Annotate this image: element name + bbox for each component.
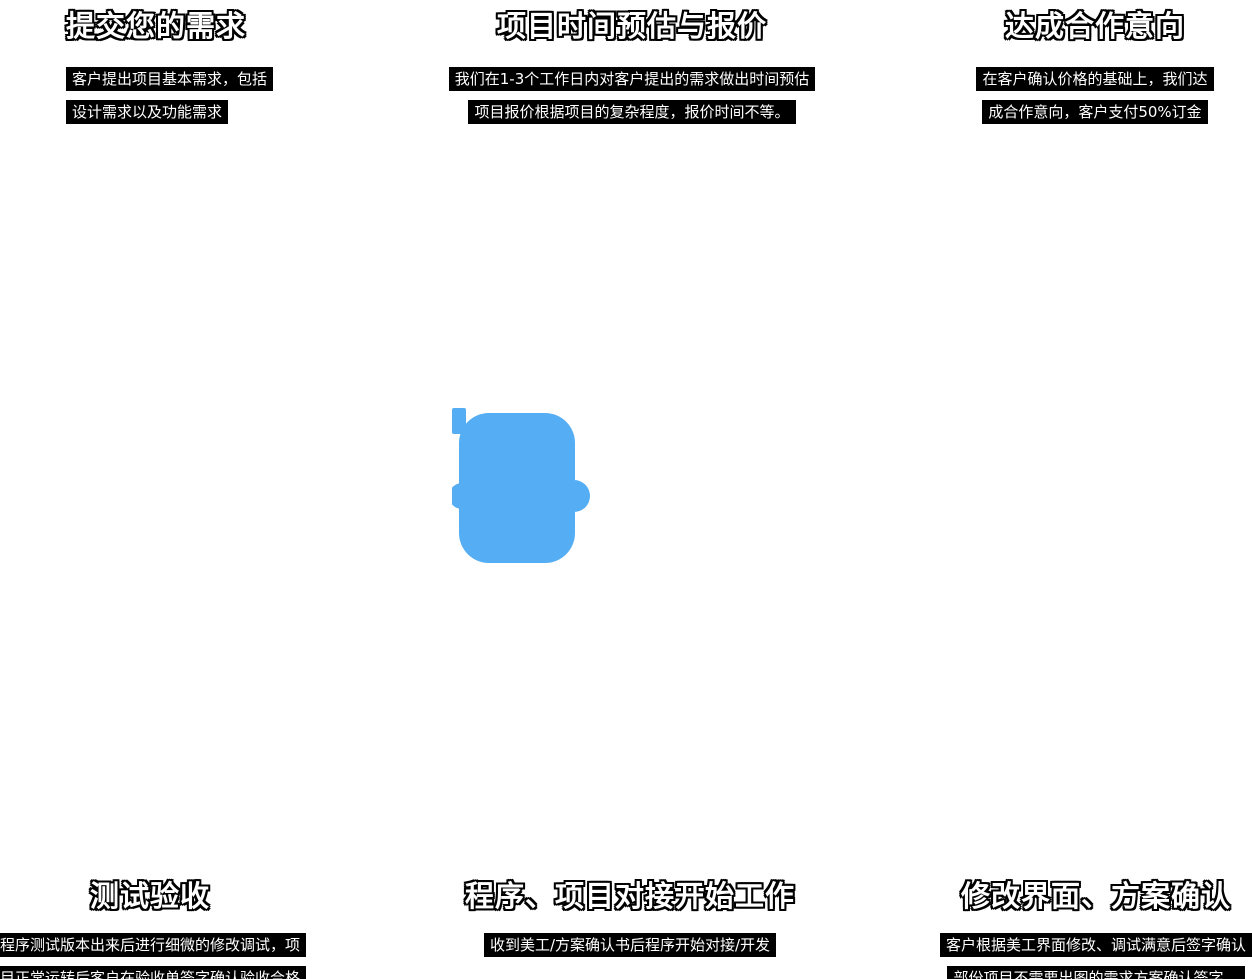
step-title: 项目时间预估与报价 bbox=[496, 9, 767, 43]
step-description: 程序测试版本出来后进行细微的修改调试，项 目正常运转后客户在验收单签字确认验收合… bbox=[0, 933, 355, 979]
description-line: 在客户确认价格的基础上，我们达 bbox=[976, 67, 1214, 91]
description-line: 收到美工/方案确认书后程序开始对接/开发 bbox=[483, 933, 777, 957]
description-line: 客户根据美工界面修改、调试满意后签字确认 bbox=[939, 933, 1252, 957]
description-line: 设计需求以及功能需求 bbox=[66, 100, 229, 124]
step-title: 提交您的需求 bbox=[66, 9, 247, 43]
step-time-estimate-quote: 项目时间预估与报价 我们在1-3个工作日内对客户提出的需求做出时间预估 项目报价… bbox=[432, 0, 832, 133]
step-description: 客户根据美工界面修改、调试满意后签字确认 部份项目不需要出图的需求方案确认签字。 bbox=[896, 933, 1252, 979]
step-title: 测试验收 bbox=[89, 879, 210, 913]
description-line: 部份项目不需要出图的需求方案确认签字。 bbox=[947, 966, 1245, 979]
step-development-start: 程序、项目对接开始工作 收到美工/方案确认书后程序开始对接/开发 bbox=[430, 870, 830, 966]
description-line: 我们在1-3个工作日内对客户提出的需求做出时间预估 bbox=[448, 67, 816, 91]
description-line: 项目报价根据项目的复杂程度，报价时间不等。 bbox=[468, 100, 796, 124]
step-testing-acceptance: 测试验收 程序测试版本出来后进行细微的修改调试，项 目正常运转后客户在验收单签字… bbox=[0, 870, 355, 979]
step-title: 修改界面、方案确认 bbox=[960, 879, 1231, 913]
step-submit-requirements: 提交您的需求 客户提出项目基本需求，包括 设计需求以及功能需求 bbox=[66, 0, 486, 133]
step-title: 程序、项目对接开始工作 bbox=[464, 879, 795, 913]
description-line: 程序测试版本出来后进行细微的修改调试，项 bbox=[0, 933, 306, 957]
step-description: 在客户确认价格的基础上，我们达 成合作意向，客户支付50%订金 bbox=[895, 67, 1252, 124]
description-line: 客户提出项目基本需求，包括 bbox=[66, 67, 274, 91]
step-title: 达成合作意向 bbox=[1004, 9, 1185, 43]
description-line: 成合作意向，客户支付50%订金 bbox=[982, 100, 1208, 124]
step-description: 我们在1-3个工作日内对客户提出的需求做出时间预估 项目报价根据项目的复杂程度，… bbox=[432, 67, 832, 124]
step-description: 收到美工/方案确认书后程序开始对接/开发 bbox=[430, 933, 830, 957]
lightbulb-icon bbox=[452, 408, 590, 563]
description-line: 目正常运转后客户在验收单签字确认验收合格 bbox=[0, 966, 306, 979]
step-ui-revision-confirm: 修改界面、方案确认 客户根据美工界面修改、调试满意后签字确认 部份项目不需要出图… bbox=[896, 870, 1252, 979]
step-description: 客户提出项目基本需求，包括 设计需求以及功能需求 bbox=[66, 67, 486, 124]
step-cooperation-agreement: 达成合作意向 在客户确认价格的基础上，我们达 成合作意向，客户支付50%订金 bbox=[895, 0, 1252, 133]
